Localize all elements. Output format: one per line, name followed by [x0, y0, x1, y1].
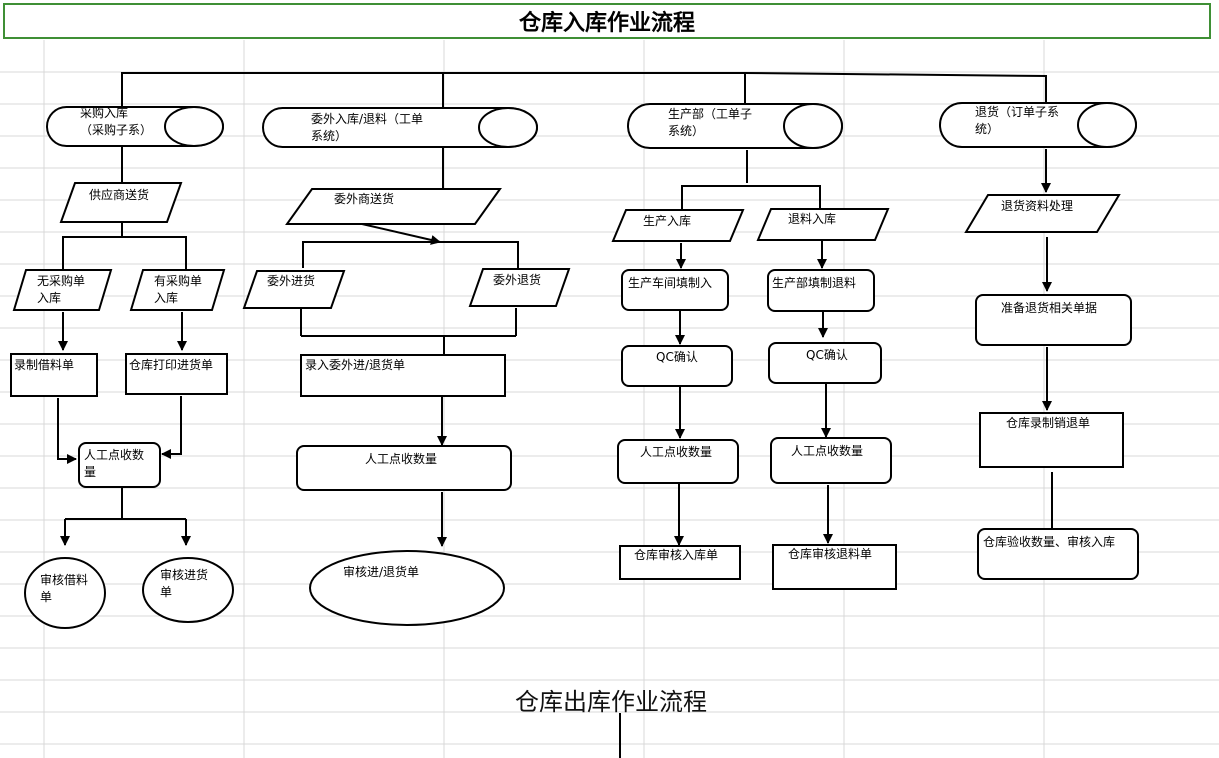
node-weiwai-songhuo-parallelogram [285, 188, 502, 225]
node-luru-weiwai-box [300, 354, 506, 397]
node-weiwai-tuihuo-parallelogram [468, 268, 571, 307]
node-rengong-4-box [770, 437, 892, 484]
node-tuihuo-cylinder-end [1077, 102, 1137, 148]
node-gongying-songhuo-parallelogram [59, 182, 183, 223]
node-shengchanbu-tuiliao-box [767, 269, 875, 312]
node-shenhe-jintui-label: 审核进/退货单 [343, 565, 420, 579]
node-rengong-1-label: 人工点收数 量 [84, 448, 145, 479]
connector-lines [57, 72, 1053, 758]
node-tuiliao-ruku-label: 退料入库 [788, 212, 837, 226]
node-shenhe-jieliao-ellipse [24, 557, 106, 629]
node-weiwai-ruku-label: 委外入库/退料（工单 系统） [311, 112, 424, 143]
node-rengong-1-box [78, 442, 161, 488]
node-luzhi-jieliao-label: 录制借料单 [14, 358, 75, 372]
page-title: 仓库入库作业流程 [518, 11, 695, 36]
node-tuihuo-ziliao-label: 退货资料处理 [1001, 199, 1074, 213]
node-caigou-ruku-cylinder-end [164, 106, 224, 147]
node-shengchanbu-cylinder-end [783, 103, 843, 149]
node-shengchan-ruku-parallelogram [611, 209, 745, 242]
node-weiwai-tuihuo-label: 委外退货 [493, 273, 542, 287]
node-qc-1-label: QC确认 [656, 350, 698, 364]
node-weiwai-ruku-cylinder-end [478, 107, 538, 148]
node-shengchanbu-tuiliao-label: 生产部填制退料 [772, 276, 857, 290]
node-rengong-2-label: 人工点收数量 [365, 452, 438, 466]
node-weiwai-jinhuo-parallelogram [242, 270, 346, 309]
node-weiwai-songhuo-label: 委外商送货 [334, 192, 395, 206]
node-tuihuo-ziliao-parallelogram [964, 194, 1121, 233]
node-chejian-tianzhi-box [621, 269, 729, 311]
node-qc-2-label: QC确认 [806, 348, 848, 362]
node-luzhi-jieliao-box [10, 353, 98, 397]
node-shenhe-tuiliao-box [772, 544, 897, 590]
node-luzhi-xiaotui-box [979, 412, 1124, 468]
node-shenhe-tuiliao-label: 仓库审核退料单 [788, 547, 873, 561]
outbound-flow-title: 仓库出库作业流程 [515, 688, 707, 716]
node-shenhe-jieliao-label: 审核借料 单 [40, 573, 89, 604]
node-wu-caigoudan-parallelogram [12, 269, 113, 311]
node-yanshou-ruku-box [977, 528, 1139, 580]
node-luzhi-xiaotui-label: 仓库录制销退单 [1006, 416, 1091, 430]
node-dayin-jinhuo-box [125, 353, 228, 395]
node-zhunbei-danju-label: 准备退货相关单据 [1001, 301, 1098, 315]
node-shenhe-ruku-label: 仓库审核入库单 [634, 548, 719, 562]
node-zhunbei-danju-box [975, 294, 1132, 346]
node-chejian-tianzhi-label: 生产车间填制入 [628, 276, 713, 290]
node-yanshou-ruku-label: 仓库验收数量、审核入库 [983, 535, 1116, 549]
node-wu-caigoudan-label: 无采购单 入库 [37, 274, 86, 305]
flowchart-title-frame: 仓库入库作业流程 [3, 3, 1211, 39]
node-weiwai-jinhuo-label: 委外进货 [267, 274, 316, 288]
node-qc-2-box [768, 342, 882, 384]
node-rengong-3-box [617, 439, 739, 484]
node-tuiliao-ruku-parallelogram [756, 208, 890, 241]
node-shengchanbu-label: 生产部（工单子 系统） [668, 107, 753, 138]
node-shengchan-ruku-label: 生产入库 [643, 214, 692, 228]
node-shenhe-jinhuo-label: 审核进货 单 [160, 568, 209, 599]
node-rengong-2-box [296, 445, 512, 491]
node-you-caigoudan-parallelogram [129, 269, 226, 311]
node-dayin-jinhuo-label: 仓库打印进货单 [129, 358, 214, 372]
node-luru-weiwai-label: 录入委外进/退货单 [305, 358, 406, 372]
node-gongying-songhuo-label: 供应商送货 [89, 188, 150, 202]
node-qc-1-box [621, 345, 733, 387]
node-rengong-3-label: 人工点收数量 [640, 445, 713, 459]
node-you-caigoudan-label: 有采购单 入库 [154, 274, 203, 305]
node-shenhe-ruku-box [619, 545, 741, 580]
node-shenhe-jintui-ellipse [309, 550, 505, 626]
node-tuihuo-label: 退货（订单子系 统） [975, 105, 1060, 136]
node-shenhe-jinhuo-ellipse [142, 557, 234, 623]
node-rengong-4-label: 人工点收数量 [791, 444, 864, 458]
node-caigou-ruku-label: 采购入库 （采购子系） [80, 106, 153, 137]
